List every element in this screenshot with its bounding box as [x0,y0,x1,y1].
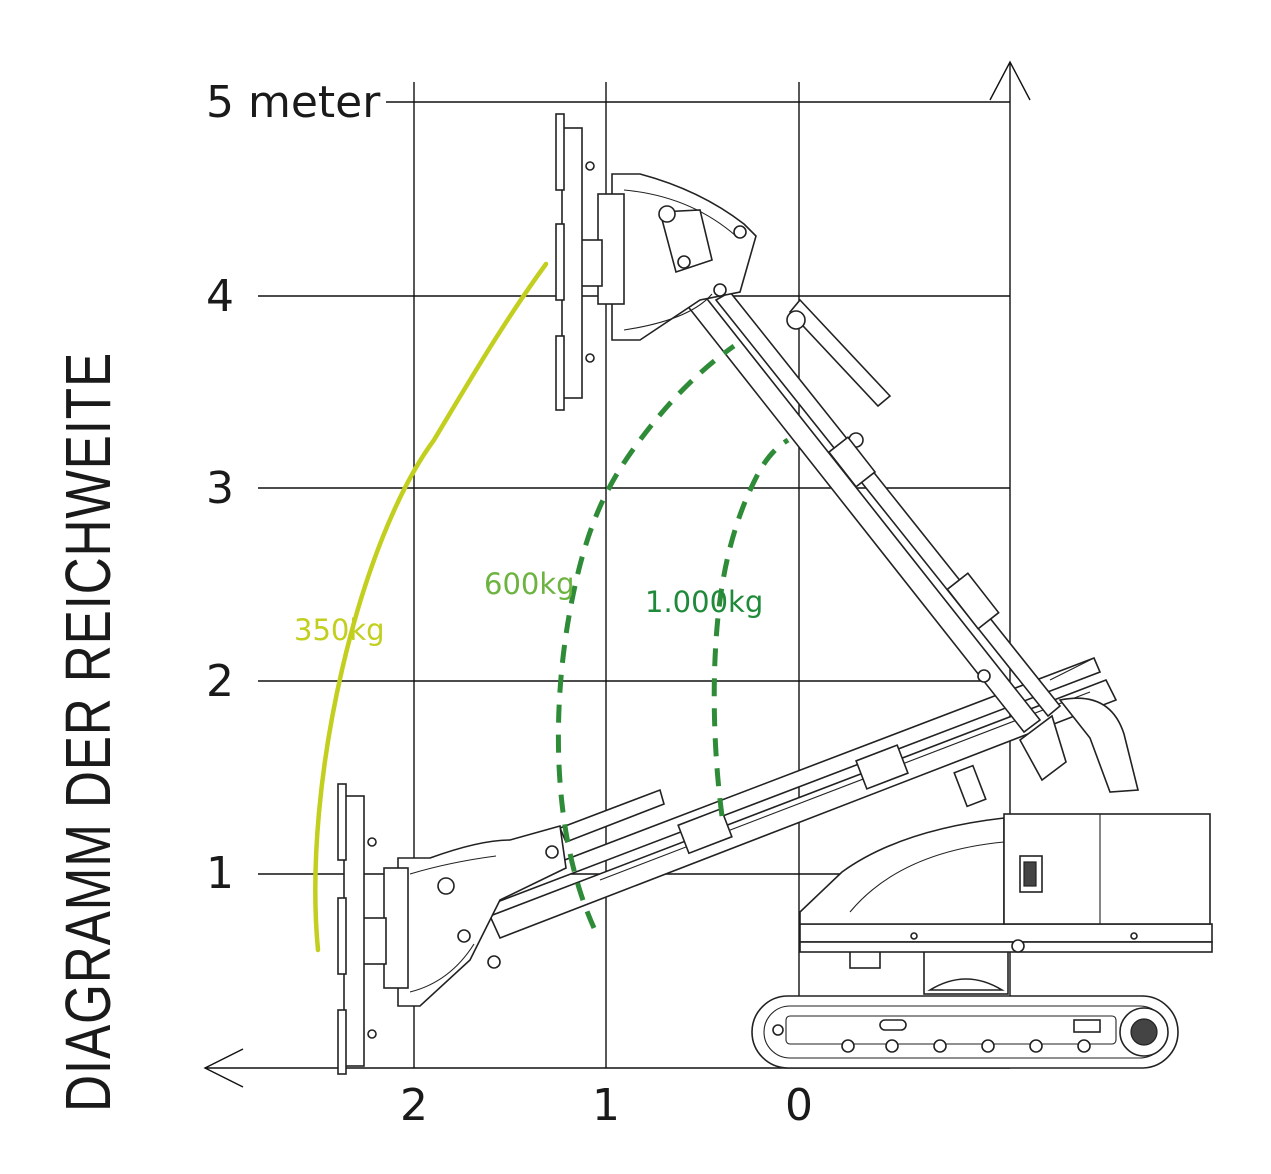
curve-label-600kg: 600kg [484,567,575,601]
left-arrow-icon [203,1048,244,1088]
x-tick-0: 0 [785,1080,813,1131]
y-tick-4: 4 [206,271,234,322]
curve-350kg [313,261,549,953]
diagram-title: DIAGRAMM DER REICHWEITE [52,352,124,1112]
curve-label-350kg: 350kg [294,613,385,647]
x-tick-1: 1 [592,1080,620,1131]
machine-illustration [337,113,1213,1075]
up-arrow-icon [989,60,1031,101]
curve-label-1000kg: 1.000kg [645,585,763,619]
boom-low [484,656,1140,940]
machine-body [799,813,1213,995]
y-tick-3: 3 [206,463,234,514]
y-tick-2: 2 [206,656,234,707]
y-tick-1: 1 [206,848,234,899]
load-curves [313,261,790,953]
manipulator-head-upper [555,113,757,411]
curve-1000kg [711,437,790,817]
x-tick-2: 2 [400,1080,428,1131]
boom-high [684,288,1062,734]
curve-600kg [555,343,736,930]
crawler-track [751,995,1179,1069]
manipulator-head-lower [337,783,567,1075]
y-tick-5-meter: 5 meter [206,77,381,128]
